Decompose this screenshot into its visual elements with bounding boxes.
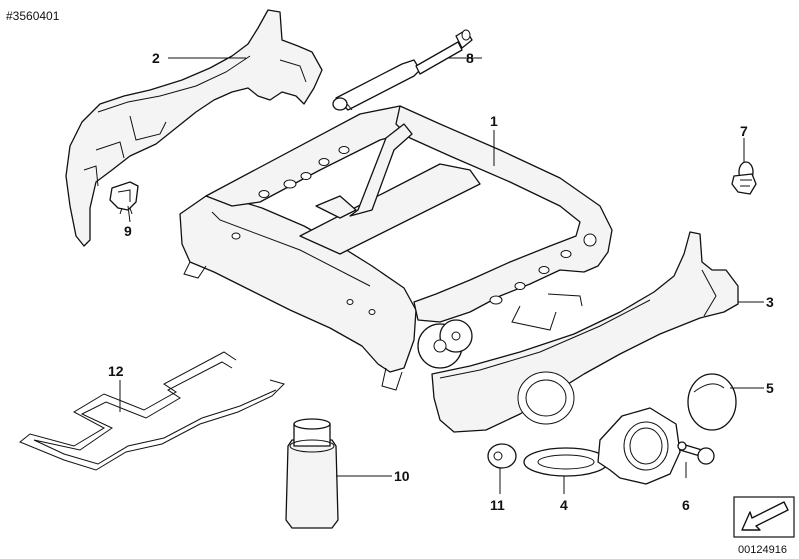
image-number: 00124916 <box>738 544 787 556</box>
part-5-cover-cap[interactable] <box>687 373 737 431</box>
callout-labels: 2 8 1 7 9 3 5 12 10 11 4 6 <box>108 50 774 513</box>
callout-12: 12 <box>108 363 124 379</box>
leader-lines <box>119 57 764 494</box>
part-2-side-trim-cover[interactable] <box>65 9 323 247</box>
callout-1: 1 <box>490 113 498 129</box>
nav-arrow-box[interactable] <box>733 496 795 538</box>
part-4-escutcheon[interactable] <box>523 407 681 485</box>
callout-4: 4 <box>560 497 568 513</box>
arrow-down-left-icon <box>741 501 789 531</box>
callout-9: 9 <box>124 223 132 239</box>
callout-6: 6 <box>682 497 690 513</box>
callout-2: 2 <box>152 50 160 66</box>
callout-8: 8 <box>466 50 474 66</box>
callout-10: 10 <box>394 468 410 484</box>
callout-3: 3 <box>766 294 774 310</box>
part-10-bottle[interactable] <box>285 418 339 529</box>
part-12-wire-frame[interactable] <box>19 351 285 471</box>
part-8-gas-spring[interactable] <box>332 29 473 111</box>
part-9-clip[interactable] <box>109 181 139 215</box>
part-1-seat-frame[interactable] <box>179 105 613 391</box>
part-3-outer-side-trim[interactable] <box>431 231 739 433</box>
part-7-rivet[interactable] <box>731 161 757 195</box>
callout-11: 11 <box>490 497 505 513</box>
part-11-washer[interactable] <box>487 443 517 469</box>
callout-7: 7 <box>740 123 748 139</box>
callout-5: 5 <box>766 380 774 396</box>
part-6-bolt[interactable] <box>677 441 715 465</box>
diagram-number: #3560401 <box>6 9 60 23</box>
